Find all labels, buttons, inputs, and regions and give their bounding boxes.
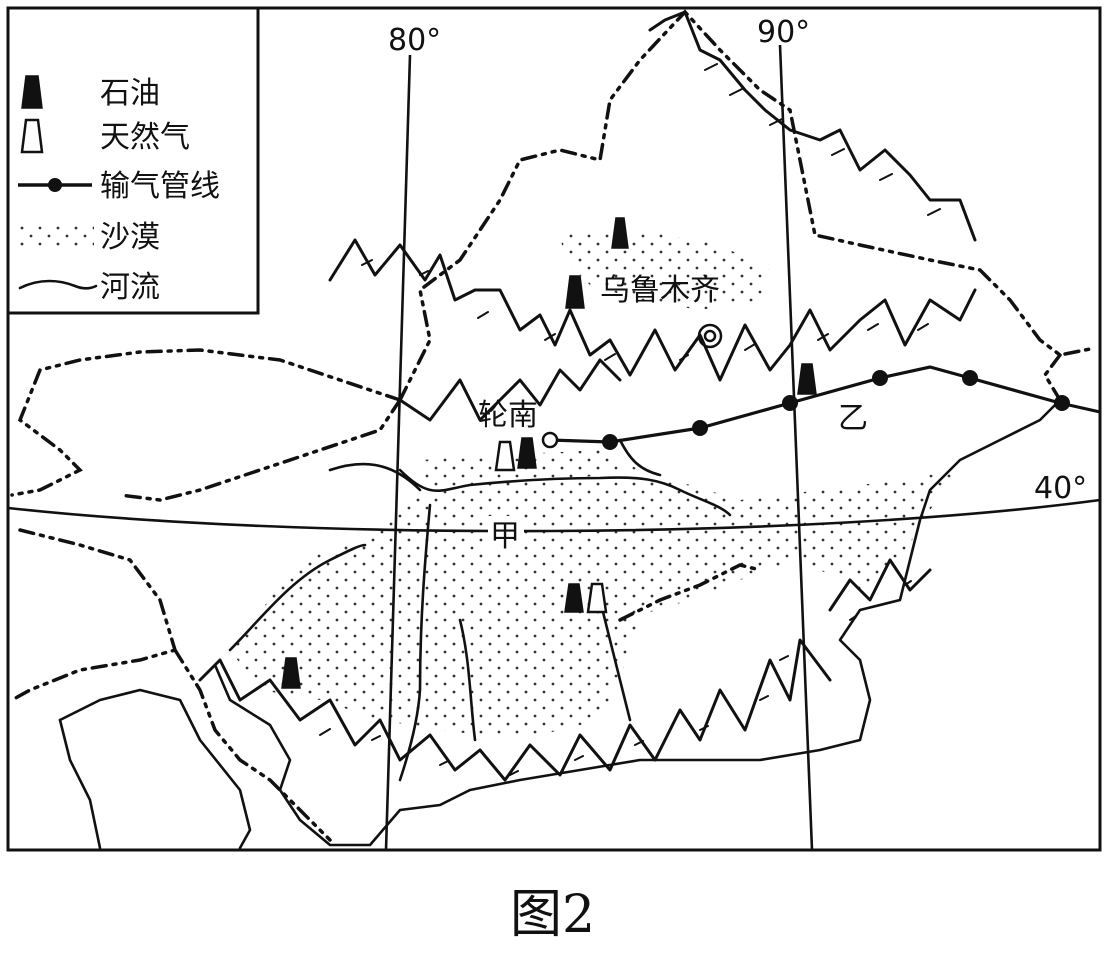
legend-river-icon [18,279,98,290]
legend-pipeline-station [48,178,62,192]
parallel-40-label: 40° [1034,471,1087,506]
kashgar-river [228,543,367,652]
oil-field-icon [797,363,817,395]
jia-label-mask [488,516,524,550]
legend-label-pipeline: 输气管线 [100,169,220,204]
legend-label-oil: 石油 [100,76,160,111]
legend-oil-icon [21,75,43,109]
boundary-north [398,9,1097,402]
tarim-river [398,468,732,517]
hotan-river [458,618,477,742]
boundary-south-east [618,563,762,622]
boundary-lines [10,9,1097,842]
mountains [198,10,977,782]
oil-field-icon [517,437,537,469]
legend-desert-icon [18,226,94,248]
boundary-west [10,348,402,497]
gas-field-icon [586,582,608,614]
meridian-90-label: 90° [757,15,810,50]
legend-label-desert: 沙漠 [100,220,160,255]
boundary-west-inner [118,398,402,502]
rivers [228,438,732,782]
altai-range [648,10,977,242]
aksu-river [328,462,422,492]
gas-field-icon [494,440,516,472]
lunnan-start-point [541,431,559,449]
oil-field-icon [564,583,584,613]
pipeline-station [872,370,888,386]
meridian-80-label: 80° [388,23,441,58]
mountain-hatching [319,63,941,776]
tarim-north-desert [420,450,640,488]
meridian-90 [778,44,814,851]
figure-caption: 图2 [510,885,595,945]
pipeline-station [962,370,978,386]
boundary-southwest [10,528,178,702]
place-label-jia: 甲 [490,519,520,554]
tianshan-south-ridge [398,358,622,422]
legend-label-river: 河流 [100,270,160,305]
kongque-river [618,438,662,477]
desert-areas [230,230,960,740]
altun-range [828,558,932,612]
oil-field-icon [611,217,629,249]
boundary-east [1042,353,1062,402]
yarkand-river [398,503,432,782]
meridian-80 [384,54,412,851]
pipeline-station [782,395,798,411]
kunlun-range [198,638,832,782]
graticule [7,44,1101,851]
parallel-40 [7,498,1101,533]
legend-label-gas: 天然气 [100,120,190,155]
legend-box [6,6,260,315]
legend-gas-icon [20,118,44,154]
map-frame [6,6,1102,852]
junggar-desert [560,230,770,310]
place-label-yi: 乙 [838,401,868,436]
legend: 石油 天然气 输气管线 沙漠 河流 [6,6,260,315]
place-label-lunnan: 轮南 [478,398,538,433]
tianshan-range [328,238,977,382]
region-outline-southwest [58,688,252,850]
pipeline-station [602,434,618,450]
keriya-river [598,598,632,722]
oil-field-icon [281,657,301,689]
resource-symbols [281,217,817,689]
gas-pipeline [541,365,1101,450]
urumqi-city-icon [697,323,723,349]
pipeline-station [1054,395,1070,411]
pipeline-station [692,420,708,436]
place-label-urumqi: 乌鲁木齐 [600,273,720,308]
boundary-southwest-2 [173,648,332,842]
region-outline-south [213,398,1062,847]
oil-field-icon [565,275,585,309]
region-outline-west [58,718,102,850]
